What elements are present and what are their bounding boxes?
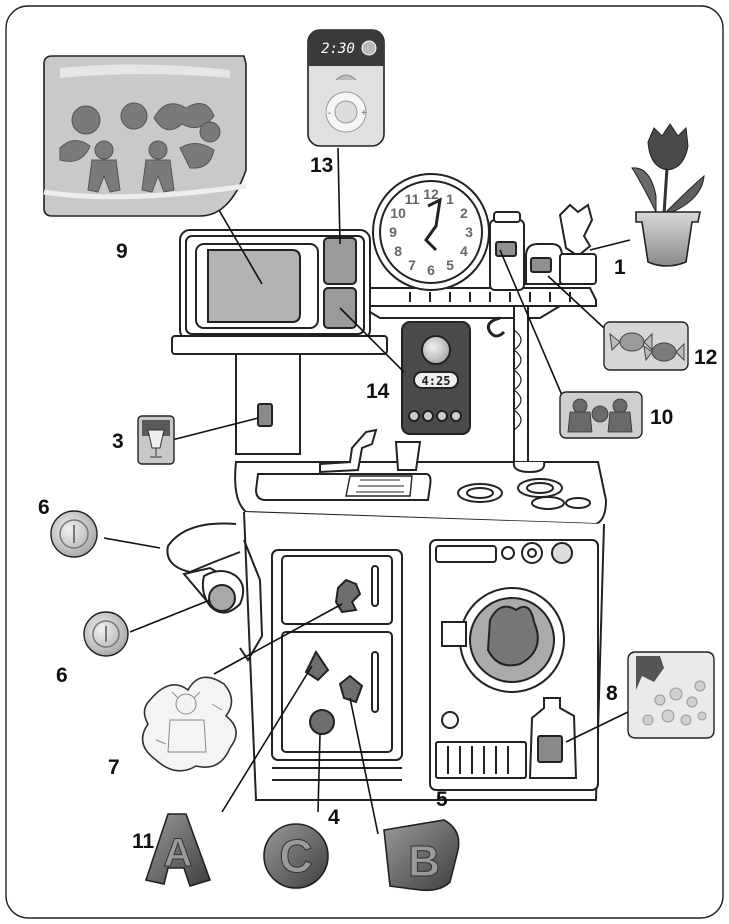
callout-14: 14 — [366, 380, 390, 403]
callout-13: 13 — [310, 154, 333, 177]
callout-12: 12 — [694, 346, 717, 369]
microwave[interactable] — [172, 230, 387, 354]
cup — [396, 442, 420, 470]
callout-8: 8 — [606, 682, 618, 705]
clock-numeral: 1 — [446, 191, 454, 207]
callout-10: 10 — [650, 406, 673, 429]
water-button — [258, 404, 272, 426]
canister-left-button — [496, 242, 516, 256]
microwave-timer-detail: 2:30 - + — [308, 30, 384, 146]
shelf-pole — [514, 306, 528, 462]
letter-magnet-b-image: B — [384, 820, 459, 890]
callout-5: 5 — [436, 788, 448, 811]
water-glass-card — [138, 416, 174, 464]
clock-numeral: 3 — [465, 224, 473, 240]
bubbles-card — [628, 652, 714, 738]
clock-numeral: 2 — [460, 205, 468, 221]
microwave-button-upper — [324, 238, 356, 284]
clock-numeral: 12 — [423, 186, 439, 202]
svg-text:A: A — [164, 831, 193, 875]
letter-magnet-c-image: C — [264, 824, 328, 888]
clock-numeral: 4 — [460, 243, 468, 259]
magnet-c — [310, 710, 334, 734]
clock-numeral: 6 — [427, 262, 435, 278]
canister-right-button — [531, 258, 551, 272]
callout-11: 11 — [132, 830, 155, 853]
callout-4: 4 — [328, 806, 340, 829]
button-6-bottom — [84, 612, 128, 656]
callout-7: 7 — [108, 756, 120, 779]
callout-6-top: 6 — [38, 496, 50, 519]
clock-numeral: 11 — [405, 191, 420, 207]
clock-numeral: 7 — [408, 257, 416, 273]
oven-timer-text: 4:25 — [422, 374, 451, 388]
callout-1: 1 — [614, 256, 626, 279]
rail-button — [209, 585, 235, 611]
svg-text:B: B — [408, 837, 440, 886]
button-6-top — [51, 511, 97, 557]
svg-text:C: C — [279, 830, 312, 882]
microwave-timer-text: 2:30 — [321, 41, 355, 57]
callout-3: 3 — [112, 430, 124, 453]
callout-6-bottom: 6 — [56, 664, 68, 687]
clock-numeral: 9 — [389, 224, 397, 240]
clock-numeral: 10 — [390, 205, 406, 221]
clock-numeral: 8 — [394, 243, 402, 259]
cookie-tray-image — [44, 56, 246, 216]
callout-9: 9 — [116, 240, 128, 263]
detergent-button — [538, 736, 562, 762]
clock-numeral: 5 — [446, 257, 454, 273]
svg-text:-: - — [328, 108, 331, 119]
svg-text:+: + — [361, 108, 367, 119]
gingerbread-card — [560, 392, 642, 438]
microwave-window — [208, 250, 300, 322]
candy-card — [604, 322, 688, 370]
